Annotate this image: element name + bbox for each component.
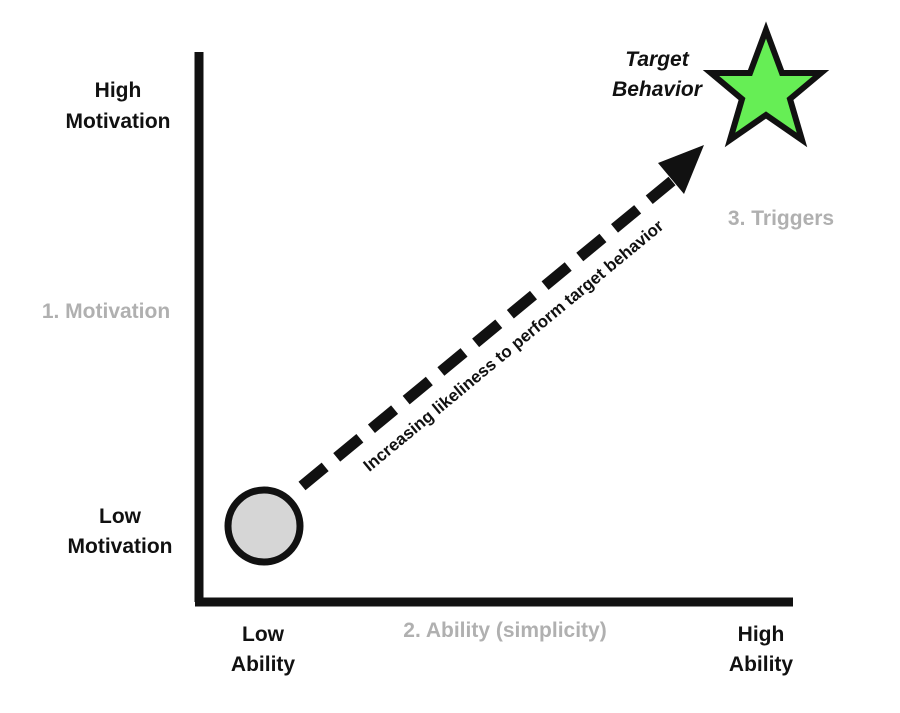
start-marker-circle	[224, 486, 304, 566]
target-label-line1: Target	[625, 48, 689, 71]
y-axis-high-label-line1: High	[95, 79, 142, 102]
y-axis-low-label-line2: Motivation	[68, 535, 173, 558]
y-axis-low-label-line1: Low	[99, 505, 142, 528]
progress-arrow-shaft	[298, 176, 676, 491]
y-axis-factor-label: 1. Motivation	[42, 300, 170, 323]
arrow-label: Increasing likeliness to perform target …	[360, 216, 668, 475]
x-axis-low-label-line2: Ability	[231, 653, 295, 676]
x-axis-low-label-line1: Low	[242, 623, 285, 646]
y-axis-high-label-line2: Motivation	[66, 110, 171, 133]
x-axis-high-label-line1: High	[738, 623, 785, 646]
target-star-icon	[702, 21, 830, 148]
x-axis-factor-label: 2. Ability (simplicity)	[403, 619, 606, 642]
target-label-line2: Behavior	[612, 78, 704, 101]
progress-arrow-head	[658, 145, 704, 194]
x-axis-high-label-line2: Ability	[729, 653, 793, 676]
triggers-label: 3. Triggers	[728, 207, 834, 230]
